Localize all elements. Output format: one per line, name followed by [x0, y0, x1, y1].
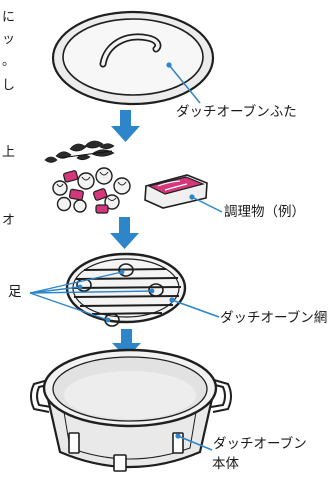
pot-feet: [68, 432, 184, 472]
pot-handles: [30, 379, 232, 413]
legs-label: 足: [8, 284, 22, 300]
down-arrow-3: [112, 329, 141, 358]
meat-slab: [144, 174, 208, 209]
margin-text-5: オ: [2, 213, 16, 228]
margin-text-3: し: [2, 78, 16, 93]
rack-legs: [76, 263, 164, 327]
legs-leaders: [29, 269, 155, 323]
margin-text-1: ッ: [2, 32, 16, 47]
rack-label: ダッチオーブン網: [220, 310, 328, 326]
food-leader: [189, 194, 223, 213]
down-arrow-1: [111, 110, 140, 142]
food-items: [44, 140, 208, 214]
margin-text-4: 上: [2, 145, 16, 160]
margin-text-0: に: [2, 10, 16, 25]
body-label-line2: 本体: [212, 456, 239, 472]
down-arrow-2: [110, 217, 139, 249]
rack-leader: [169, 297, 220, 318]
lid-handle: [99, 33, 162, 68]
vegetables: [52, 167, 131, 213]
lid-label: ダッチオーブンふた: [176, 104, 297, 120]
lid-leader: [166, 62, 201, 104]
herbs: [44, 140, 115, 163]
lid: [51, 10, 215, 106]
body-leader: [175, 433, 213, 451]
meat-chunks: [63, 170, 109, 214]
pot-body: [30, 348, 232, 472]
margin-text-2: 。: [2, 54, 16, 69]
rack: [65, 252, 187, 327]
food-label: 調理物（例）: [224, 204, 305, 220]
body-label-line1: ダッチオーブン: [213, 436, 307, 452]
